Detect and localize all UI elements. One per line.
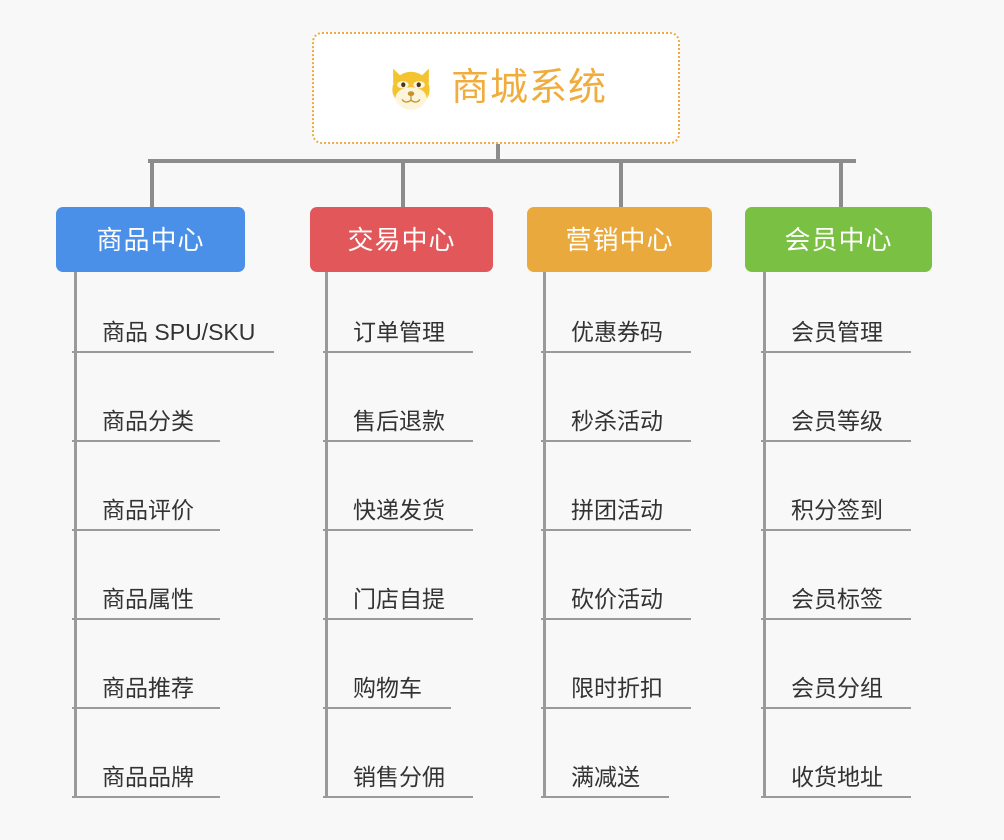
leaf-item-label: 会员等级 (791, 408, 883, 434)
leaf-item-underline (541, 707, 691, 709)
trunk-line-product-center (74, 272, 77, 798)
leaf-item-label: 商品属性 (102, 586, 194, 612)
leaf-item[interactable]: 商品 SPU/SKU (72, 305, 274, 353)
category-label: 交易中心 (347, 224, 456, 255)
leaf-item[interactable]: 砍价活动 (541, 572, 691, 620)
leaf-item-underline (761, 618, 911, 620)
leaf-item-underline (323, 351, 473, 353)
leaf-item-label: 满减送 (571, 764, 640, 790)
leaf-item-underline (323, 796, 473, 798)
leaf-item[interactable]: 会员等级 (761, 394, 911, 442)
connector-root-stem (496, 144, 500, 162)
leaf-item-label: 购物车 (353, 675, 422, 701)
leaf-item-label: 优惠券码 (571, 319, 663, 345)
leaf-item[interactable]: 满减送 (541, 750, 669, 798)
leaf-item-label: 会员分组 (791, 675, 883, 701)
leaf-item[interactable]: 快递发货 (323, 483, 473, 531)
leaf-item[interactable]: 优惠券码 (541, 305, 691, 353)
leaf-item-label: 商品 SPU/SKU (102, 319, 256, 345)
leaf-item-underline (323, 618, 473, 620)
leaf-item-label: 商品分类 (102, 408, 194, 434)
leaf-item-label: 商品品牌 (102, 764, 194, 790)
leaf-item-underline (541, 529, 691, 531)
connector-drop-marketing-center (619, 159, 623, 207)
leaf-item-label: 积分签到 (791, 497, 883, 523)
leaf-item-underline (761, 351, 911, 353)
leaf-item-label: 砍价活动 (571, 586, 663, 612)
leaf-item-underline (72, 440, 220, 442)
leaf-item-underline (323, 707, 451, 709)
leaf-item[interactable]: 商品品牌 (72, 750, 220, 798)
trunk-line-trade-center (325, 272, 328, 798)
leaf-item-label: 拼团活动 (571, 497, 663, 523)
leaf-item-label: 商品推荐 (102, 675, 194, 701)
root-node-shop-system[interactable]: 商城系统 (312, 32, 680, 144)
leaf-item-label: 秒杀活动 (571, 408, 663, 434)
leaf-item-label: 订单管理 (353, 319, 445, 345)
leaf-item-label: 会员标签 (791, 586, 883, 612)
leaf-item[interactable]: 收货地址 (761, 750, 911, 798)
root-title: 商城系统 (450, 67, 607, 109)
leaf-item-underline (72, 351, 274, 353)
leaf-item-underline (761, 707, 911, 709)
leaf-item-label: 限时折扣 (571, 675, 663, 701)
leaf-item-underline (761, 529, 911, 531)
leaf-item-underline (761, 440, 911, 442)
leaf-item-underline (323, 440, 473, 442)
leaf-item[interactable]: 门店自提 (323, 572, 473, 620)
category-box-marketing-center[interactable]: 营销中心 (527, 207, 712, 272)
leaf-item-label: 快递发货 (353, 497, 445, 523)
leaf-item-underline (541, 351, 691, 353)
leaf-item[interactable]: 商品分类 (72, 394, 220, 442)
leaf-item-label: 商品评价 (102, 497, 194, 523)
trunk-line-marketing-center (543, 272, 546, 798)
leaf-item-underline (323, 529, 473, 531)
leaf-item-underline (541, 440, 691, 442)
shiba-dog-icon (392, 68, 430, 110)
leaf-item-underline (72, 529, 220, 531)
category-box-product-center[interactable]: 商品中心 (56, 207, 245, 272)
category-label: 商品中心 (96, 224, 205, 255)
category-label: 会员中心 (784, 224, 893, 255)
leaf-item[interactable]: 销售分佣 (323, 750, 473, 798)
leaf-item-underline (761, 796, 911, 798)
connector-drop-product-center (150, 159, 154, 207)
leaf-item-label: 会员管理 (791, 319, 883, 345)
leaf-item[interactable]: 会员分组 (761, 661, 911, 709)
connector-horizontal-bus (148, 159, 856, 163)
trunk-line-member-center (763, 272, 766, 798)
leaf-item[interactable]: 商品评价 (72, 483, 220, 531)
leaf-item[interactable]: 购物车 (323, 661, 451, 709)
leaf-item[interactable]: 商品属性 (72, 572, 220, 620)
category-label: 营销中心 (565, 224, 674, 255)
leaf-item-underline (72, 796, 220, 798)
leaf-item-underline (72, 618, 220, 620)
leaf-item-label: 收货地址 (791, 764, 883, 790)
leaf-item-label: 门店自提 (353, 586, 445, 612)
leaf-item[interactable]: 商品推荐 (72, 661, 220, 709)
leaf-item[interactable]: 拼团活动 (541, 483, 691, 531)
leaf-item-label: 销售分佣 (353, 764, 445, 790)
leaf-item[interactable]: 会员标签 (761, 572, 911, 620)
category-box-trade-center[interactable]: 交易中心 (310, 207, 493, 272)
connector-drop-member-center (839, 159, 843, 207)
connector-drop-trade-center (401, 159, 405, 207)
leaf-item-label: 售后退款 (353, 408, 445, 434)
leaf-item-underline (541, 796, 669, 798)
leaf-item-underline (72, 707, 220, 709)
leaf-item[interactable]: 售后退款 (323, 394, 473, 442)
leaf-item[interactable]: 限时折扣 (541, 661, 691, 709)
leaf-item[interactable]: 会员管理 (761, 305, 911, 353)
leaf-item[interactable]: 订单管理 (323, 305, 473, 353)
category-box-member-center[interactable]: 会员中心 (745, 207, 932, 272)
leaf-item[interactable]: 积分签到 (761, 483, 911, 531)
leaf-item-underline (541, 618, 691, 620)
leaf-item[interactable]: 秒杀活动 (541, 394, 691, 442)
